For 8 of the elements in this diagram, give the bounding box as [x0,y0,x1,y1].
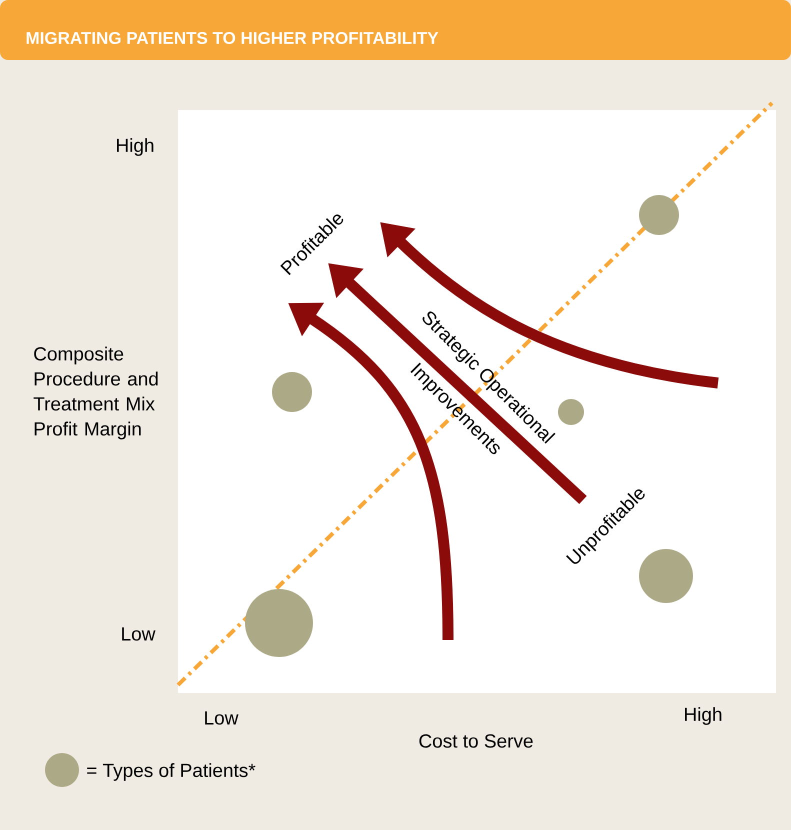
title-banner: MIGRATING PATIENTS TO HIGHER PROFITABILITY [0,0,791,60]
axis-label: Low [205,711,238,725]
axis-title: Cost to Serve [419,734,533,748]
axis-label: High [117,138,154,156]
axis-title: Composite Procedure and Treatment Mix Profit Margin [34,346,158,440]
legend-text: = Types of Patients* [87,763,256,781]
axis-label: Low [122,627,156,641]
axis-label: High [685,707,722,725]
